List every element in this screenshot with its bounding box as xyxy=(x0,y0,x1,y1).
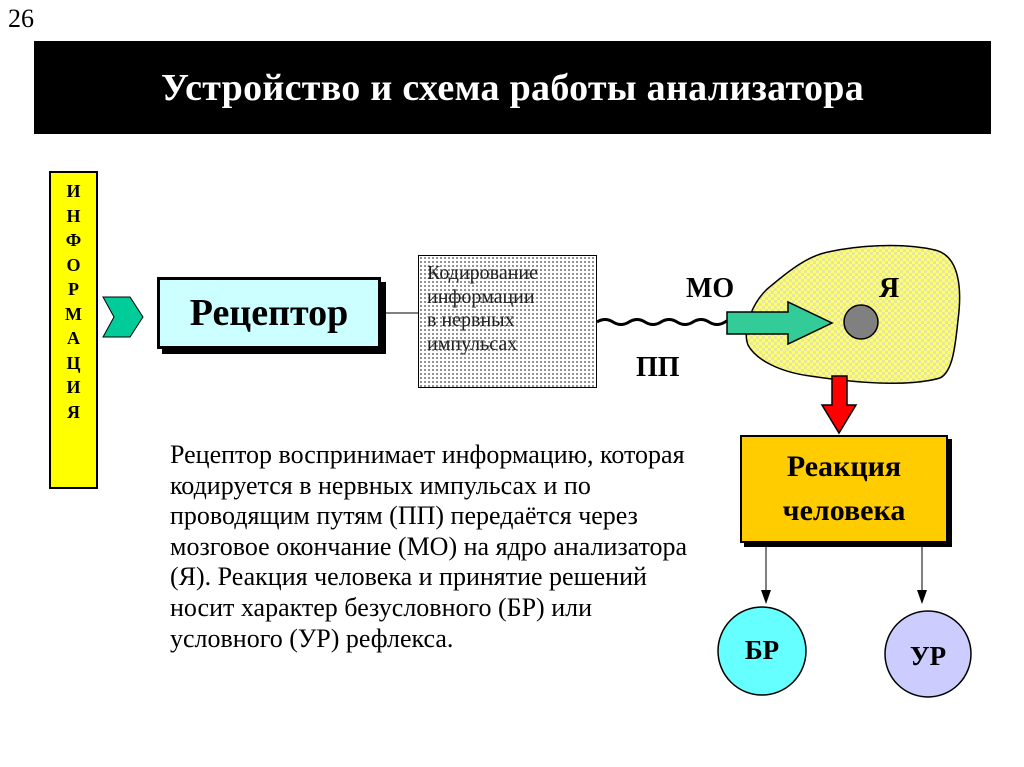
br-label: БР xyxy=(744,635,780,665)
info-letter: Ф xyxy=(65,230,82,250)
reaction-line-2: человека xyxy=(782,494,906,527)
arrow-to-br-head xyxy=(761,590,771,604)
pp-label: ПП xyxy=(636,352,680,383)
reaction-line-1: Реакция xyxy=(786,450,902,483)
information-box: И Н Ф О Р М А Ц И Я xyxy=(49,171,98,489)
info-letter: Р xyxy=(68,279,79,299)
receptor-box: Рецептор xyxy=(157,277,381,349)
unconditioned-reflex-circle xyxy=(717,606,807,696)
receptor-label: Рецептор xyxy=(189,292,349,334)
info-letter: Н xyxy=(66,205,81,226)
coding-line: в нервных xyxy=(427,309,515,331)
arrow-to-ur-head xyxy=(917,590,927,604)
description-text: Рецептор воспринимает информацию, котора… xyxy=(170,440,688,653)
info-letter: И xyxy=(66,181,81,201)
conditioned-reflex-circle xyxy=(884,610,972,698)
nucleus-circle xyxy=(843,304,879,340)
info-letter: Ц xyxy=(66,352,81,373)
info-letter: И xyxy=(66,377,81,397)
ur-label: УР xyxy=(909,641,947,671)
coding-box: Кодирование информации в нервных импульс… xyxy=(418,255,597,388)
info-letter: А xyxy=(67,328,80,348)
slide-title: Устройство и схема работы анализатора xyxy=(160,66,864,109)
chevron-arrow-right-icon xyxy=(102,296,144,338)
coding-line: Кодирование xyxy=(427,262,538,284)
information-vertical-label: И Н Ф О Р М А Ц И Я xyxy=(51,173,96,424)
ya-label: Я xyxy=(879,273,900,304)
arrow-right-icon xyxy=(726,300,834,346)
coding-line: информации xyxy=(427,285,535,308)
slide-title-bar: Устройство и схема работы анализатора xyxy=(34,41,991,134)
info-letter: О xyxy=(66,254,81,275)
mo-label: МО xyxy=(686,273,735,304)
info-letter: М xyxy=(65,303,82,324)
slide-number: 26 xyxy=(8,4,34,33)
reaction-box: Реакция человека xyxy=(740,435,948,543)
info-letter: Я xyxy=(67,401,80,422)
arrow-down-icon xyxy=(820,375,858,435)
coding-line: импульсах xyxy=(427,332,518,355)
